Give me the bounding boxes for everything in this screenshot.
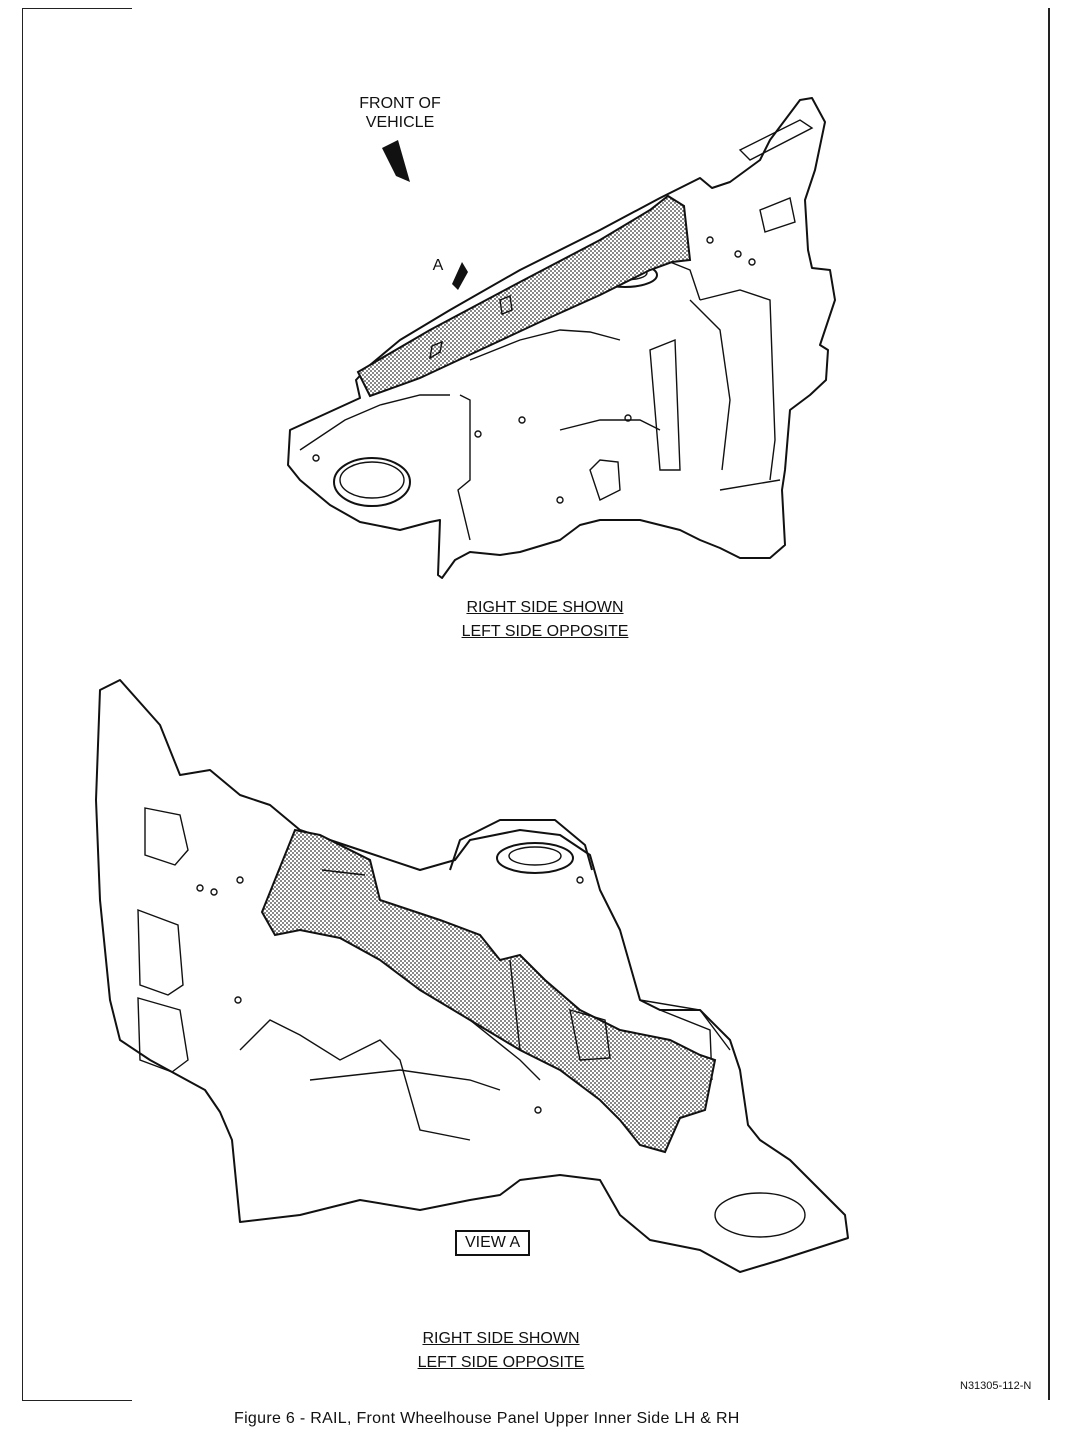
bottom-wheelhouse-assembly [95,679,849,1273]
front-direction-arrow [382,140,410,182]
front-of-vehicle-label-line1: FRONT OF [359,95,441,112]
frame-top-line [22,8,132,9]
figure-caption: Figure 6 - RAIL, Front Wheelhouse Panel … [234,1410,740,1427]
frame-left-line [22,8,23,1400]
top-wheelhouse-assembly [287,97,836,579]
top-panel-outline [287,97,836,579]
view-a-arrow [452,262,468,290]
bottom-strut-tower [496,842,574,874]
bottom-spring-hole [714,1192,806,1238]
drawing-code: N31305-112-N [960,1380,1032,1392]
bottom-note-line2: LEFT SIDE OPPOSITE [417,1354,585,1371]
top-note-line2: LEFT SIDE OPPOSITE [461,623,629,640]
top-rail-part [356,194,692,398]
bottom-note-line1: RIGHT SIDE SHOWN [422,1330,580,1347]
bottom-panel-outline [95,679,849,1273]
frame-right-line [1048,8,1050,1400]
top-spring-hole [333,457,411,507]
bottom-rail-part [260,828,717,1154]
top-note-line1: RIGHT SIDE SHOWN [466,599,624,616]
view-a-label: VIEW A [455,1230,531,1256]
view-a-arrow-label: A [432,257,444,274]
frame-bottom-line [22,1400,132,1401]
front-of-vehicle-label-line2: VEHICLE [365,114,435,131]
